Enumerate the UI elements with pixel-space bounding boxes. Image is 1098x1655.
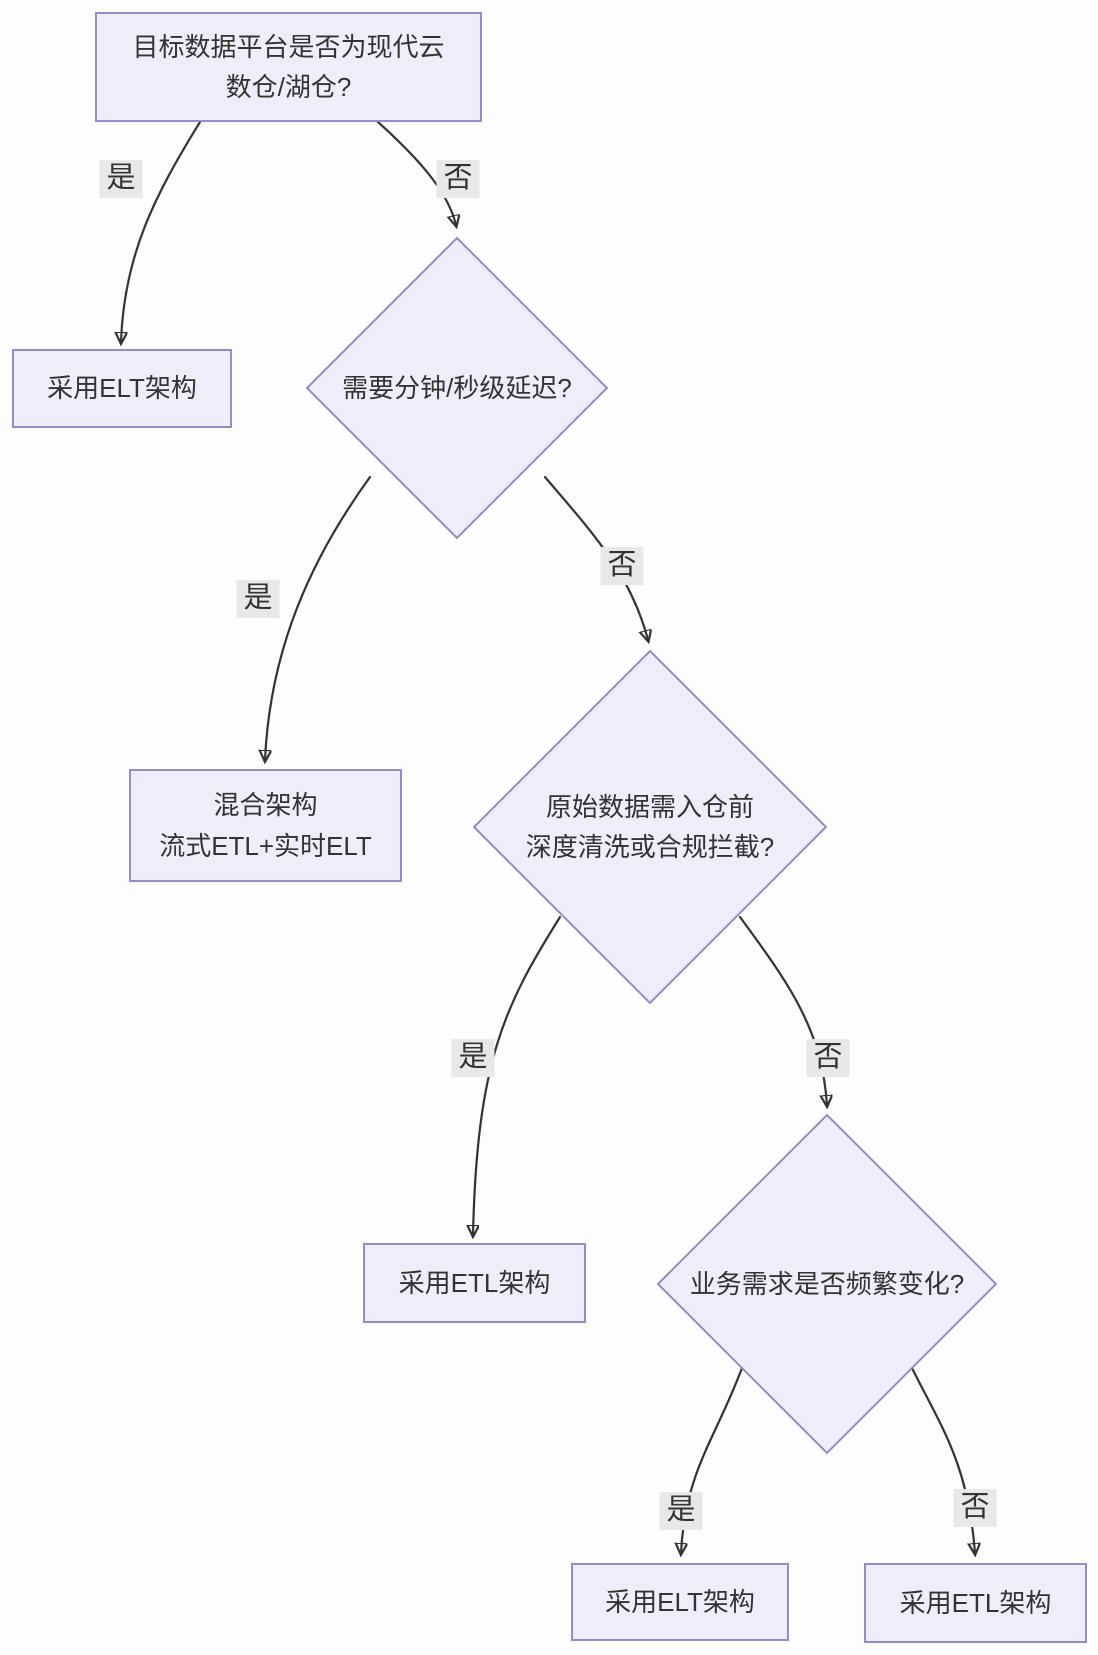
edge-cleansing-yes: [473, 915, 562, 1235]
node-root-question: 目标数据平台是否为现代云 数仓/湖仓?: [95, 12, 482, 122]
edge-label-change-yes: 是: [659, 1492, 703, 1530]
node-hybrid-architecture: 混合架构 流式ETL+实时ELT: [129, 769, 402, 882]
edge-cleansing-no: [738, 915, 827, 1105]
node-adopt-elt-1: 采用ELT架构: [12, 349, 232, 428]
decision-cleansing-shape: [472, 649, 828, 1005]
edge-label-cleansing-yes: 是: [451, 1039, 495, 1077]
decision-change-shape: [656, 1113, 998, 1455]
node-adopt-elt-2: 采用ELT架构: [571, 1563, 789, 1641]
node-adopt-etl-2: 采用ETL架构: [864, 1563, 1087, 1643]
edge-label-root-yes: 是: [99, 160, 143, 198]
edge-label-root-no: 否: [436, 160, 480, 198]
edge-root-no: [376, 120, 456, 225]
edge-root-yes: [121, 120, 202, 342]
edge-label-cleansing-no: 否: [806, 1039, 850, 1077]
node-adopt-etl-1: 采用ETL架构: [363, 1243, 586, 1323]
edge-label-change-no: 否: [953, 1489, 997, 1527]
edge-label-latency-yes: 是: [236, 580, 280, 618]
edge-label-latency-no: 否: [600, 547, 644, 585]
edge-latency-yes: [265, 475, 372, 760]
decision-latency-shape: [305, 236, 609, 540]
